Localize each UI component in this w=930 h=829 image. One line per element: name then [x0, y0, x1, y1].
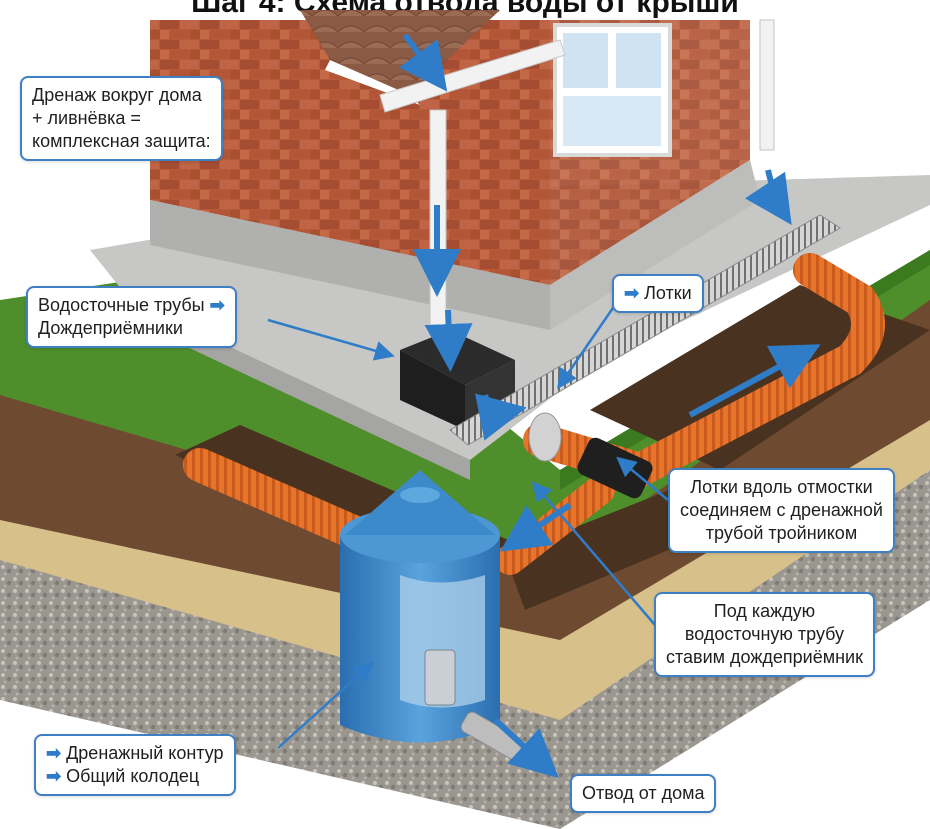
callout-downpipes-inlets: Водосточные трубы ➡ Дождеприёмники	[26, 286, 237, 348]
callout-contour-well: ➡ Дренажный контур ➡ Общий колодец	[34, 734, 236, 796]
arrow-right-icon: ➡	[46, 766, 62, 786]
callout-inlet-line-2: водосточную трубу	[684, 624, 845, 644]
flow-arrows	[399, 33, 821, 779]
arrow-right-icon: ➡	[209, 295, 225, 315]
leader-lines	[267, 304, 669, 749]
callout-contour-line-1: Дренажный контур	[66, 743, 224, 763]
arrow-right-icon: ➡	[46, 743, 62, 763]
callout-inlet-under-pipe: Под каждую водосточную трубу ставим дожд…	[654, 592, 875, 677]
callout-inlet-line-3: ставим дождеприёмник	[666, 647, 863, 667]
callout-complex-protection: Дренаж вокруг дома + ливнёвка = комплекс…	[20, 76, 223, 161]
collection-well	[340, 470, 529, 763]
callout-complex-line-3: комплексная защита:	[32, 131, 211, 151]
callout-tee-line-1: Лотки вдоль отмостки	[690, 477, 873, 497]
arrow-right-icon: ➡	[624, 283, 640, 303]
callout-tee-line-2: соединяем с дренажной	[680, 500, 883, 520]
callout-tee-line-3: трубой тройником	[705, 523, 858, 543]
callout-outlet-label: Отвод от дома	[582, 783, 705, 803]
callout-downpipes-line-1: Водосточные трубы	[38, 295, 205, 315]
callout-tee-connection: Лотки вдоль отмостки соединяем с дренажн…	[668, 468, 895, 553]
callout-complex-line-1: Дренаж вокруг дома	[32, 85, 202, 105]
callout-trays-label: Лотки	[644, 283, 692, 303]
callout-contour-line-2: Общий колодец	[66, 766, 200, 786]
callout-downpipes-line-2: Дождеприёмники	[38, 318, 183, 338]
callout-outlet: Отвод от дома	[570, 774, 717, 813]
callout-complex-line-2: + ливнёвка =	[32, 108, 141, 128]
callout-inlet-line-1: Под каждую	[713, 601, 816, 621]
callout-trays: ➡ Лотки	[612, 274, 704, 313]
